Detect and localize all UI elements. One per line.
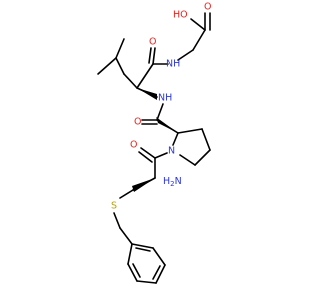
bond-ph-inner-1 bbox=[132, 263, 141, 278]
atom-label-o-cys: O bbox=[130, 140, 137, 151]
atom-label-o-pro: O bbox=[134, 117, 141, 128]
bond-ph-6 bbox=[131, 243, 154, 249]
atom-label-n-pro: N bbox=[168, 146, 175, 157]
atom-label-s: S bbox=[111, 201, 117, 212]
bond-c-o-leu bbox=[152, 47, 156, 65]
bond-pro-cb-cg bbox=[201, 128, 211, 151]
bond-s-ch2 bbox=[113, 212, 121, 229]
atom-label-nh-leu: NH bbox=[158, 93, 172, 104]
atom-label-nh-gly: NH bbox=[166, 59, 180, 70]
bond-ph-5 bbox=[152, 247, 166, 266]
stereo-wedge-cys bbox=[132, 178, 155, 192]
bond-pro-n-ca bbox=[172, 132, 179, 146]
bond-ch2-ph bbox=[119, 227, 133, 245]
bond-ph-3 bbox=[136, 280, 157, 284]
bond-n-c-cys bbox=[154, 152, 168, 159]
bond-ho-c bbox=[190, 18, 206, 31]
atom-label-ho: HO bbox=[173, 10, 188, 21]
bonds bbox=[97, 12, 211, 284]
bond-pro-ca-cb bbox=[177, 128, 203, 134]
atom-labels: HO O NH O NH O N O H2N S bbox=[111, 2, 211, 212]
bond-ph-inner-3 bbox=[135, 247, 151, 252]
atom-label-o-leu: O bbox=[149, 37, 156, 48]
bond-cys-cb-s bbox=[119, 189, 134, 199]
bond-cg-cd1 bbox=[115, 38, 125, 59]
stereo-wedge-pro bbox=[156, 117, 178, 133]
bond-c-o-cys bbox=[140, 147, 156, 159]
molecule-structure: HO O NH O NH O N O H2N S bbox=[97, 2, 211, 284]
bond-ph-4 bbox=[155, 264, 166, 284]
bond-c-o-cys-2 bbox=[138, 151, 153, 163]
bond-nh-c-pro bbox=[156, 103, 164, 121]
atom-label-o-acid: O bbox=[204, 2, 211, 13]
bond-c-calpha-leu bbox=[136, 63, 154, 89]
bond-ch2-nh bbox=[177, 49, 194, 61]
atom-label-h2n: H2N bbox=[163, 176, 182, 189]
bond-ph-1 bbox=[127, 243, 133, 265]
bond-pro-cg-cd bbox=[194, 149, 211, 166]
stereo-wedge-leu bbox=[137, 88, 157, 100]
bond-cb-cg bbox=[115, 57, 125, 75]
bond-ph-2 bbox=[127, 263, 138, 282]
bond-pro-cd-n bbox=[179, 154, 196, 166]
bond-c-o-leu-2 bbox=[148, 47, 152, 64]
bond-c-ch2 bbox=[192, 29, 206, 51]
bond-calpha-cb bbox=[123, 73, 138, 89]
bond-cg-cd2 bbox=[97, 57, 117, 75]
bond-ph-inner-2 bbox=[152, 265, 161, 280]
